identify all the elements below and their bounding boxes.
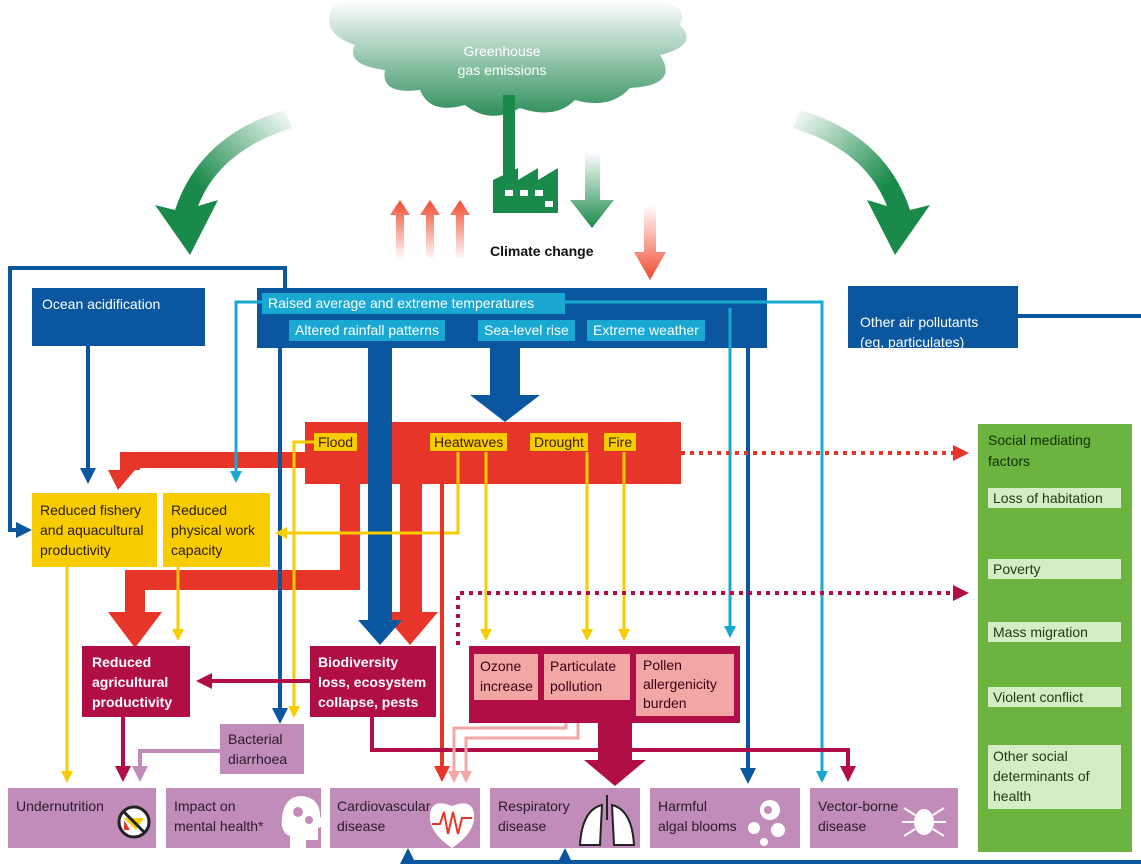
- heart-icon: [429, 803, 475, 848]
- agri-box: Reduced agricultural productivity: [82, 646, 190, 717]
- social-item-determinants: Other social determinants of health: [988, 745, 1121, 809]
- heat-down-arrow: [634, 205, 666, 280]
- outcome-undernutrition-label: Undernutrition: [16, 798, 104, 814]
- outcome-algal-blooms-label: Harmful algal blooms: [658, 798, 737, 834]
- social-item-poverty: Poverty: [988, 559, 1121, 579]
- social-item-conflict: Violent conflict: [988, 687, 1121, 707]
- temps-to-vector-line: [565, 300, 828, 783]
- pollen-box: Pollen allergenicity burden: [636, 654, 734, 716]
- ozone-box: Ozone increase: [474, 654, 538, 700]
- right-curve-arrow: [793, 110, 930, 255]
- ocean-acidification-box: Ocean acidification: [32, 288, 205, 346]
- rainfall-chip: Altered rainfall patterns: [289, 320, 445, 341]
- emissions-down-arrow: [570, 152, 614, 228]
- left-curve-arrow: [155, 110, 292, 255]
- heat-up-arrows: [390, 200, 470, 260]
- social-item-migration: Mass migration: [988, 622, 1121, 642]
- extreme-weather-chip: Extreme weather: [587, 320, 705, 341]
- ocean-loop-line: [8, 266, 287, 538]
- sea-level-chip: Sea-level rise: [478, 320, 575, 341]
- work-capacity-box: Reduced physical work capacity: [163, 493, 270, 567]
- particulate-box: Particulate pollution: [544, 654, 630, 700]
- bottom-return-line: [400, 848, 1141, 864]
- tick-icon: [902, 807, 946, 837]
- hazard-heatwaves: Heatwaves: [430, 433, 508, 451]
- cells-icon: [748, 800, 785, 846]
- climate-change-label: Climate change: [490, 243, 594, 259]
- ocean-acidification-label: Ocean acidification: [42, 296, 161, 312]
- emissions-cloud: [329, 0, 687, 116]
- hazard-band: [305, 422, 681, 484]
- hazard-drought: Drought: [530, 433, 588, 451]
- air-pollution-to-respiratory-arrow: [584, 723, 646, 786]
- head-gears-icon: [281, 796, 324, 848]
- air-pollutants-box: Other air pollutants (eg, particulates): [848, 286, 1018, 350]
- biodiversity-box: Biodiversity loss, ecosystem collapse, p…: [310, 646, 436, 717]
- band-to-biodiversity-arrow: [358, 348, 402, 645]
- social-item-habitation: Loss of habitation: [988, 488, 1121, 508]
- temps-chip: Raised average and extreme temperatures: [262, 293, 565, 314]
- factory-icon: [493, 95, 558, 213]
- hazard-flood: Flood: [314, 433, 358, 451]
- outcome-mental-health-label: Impact on mental health*: [174, 798, 264, 834]
- heat-to-work-line: [275, 452, 460, 539]
- outcome-vector-borne-label: Vector-borne disease: [818, 798, 899, 834]
- social-factors-title: Social mediating factors: [988, 432, 1091, 469]
- no-food-icon: [117, 805, 151, 839]
- air-pollutants-label: Other air pollutants (eg, particulates): [860, 314, 979, 350]
- fishery-box: Reduced fishery and aquacultural product…: [32, 493, 157, 567]
- hazard-fire: Fire: [604, 433, 637, 451]
- biodiversity-to-social-dotted: [456, 585, 969, 645]
- lungs-icon: [578, 795, 636, 846]
- temps-to-work-line: [230, 300, 262, 483]
- cloud-label: Greenhouse gas emissions: [457, 43, 547, 78]
- bacterial-to-undernutrition-line: [132, 749, 220, 782]
- bacterial-box: Bacterial diarrhoea: [220, 724, 304, 774]
- band-to-hazard-arrow: [470, 348, 540, 422]
- outcome-respiratory-label: Respiratory disease: [498, 798, 570, 834]
- outcome-cardiovascular-label: Cardiovascular disease: [337, 798, 431, 834]
- flood-to-bacterial-line: [288, 440, 314, 718]
